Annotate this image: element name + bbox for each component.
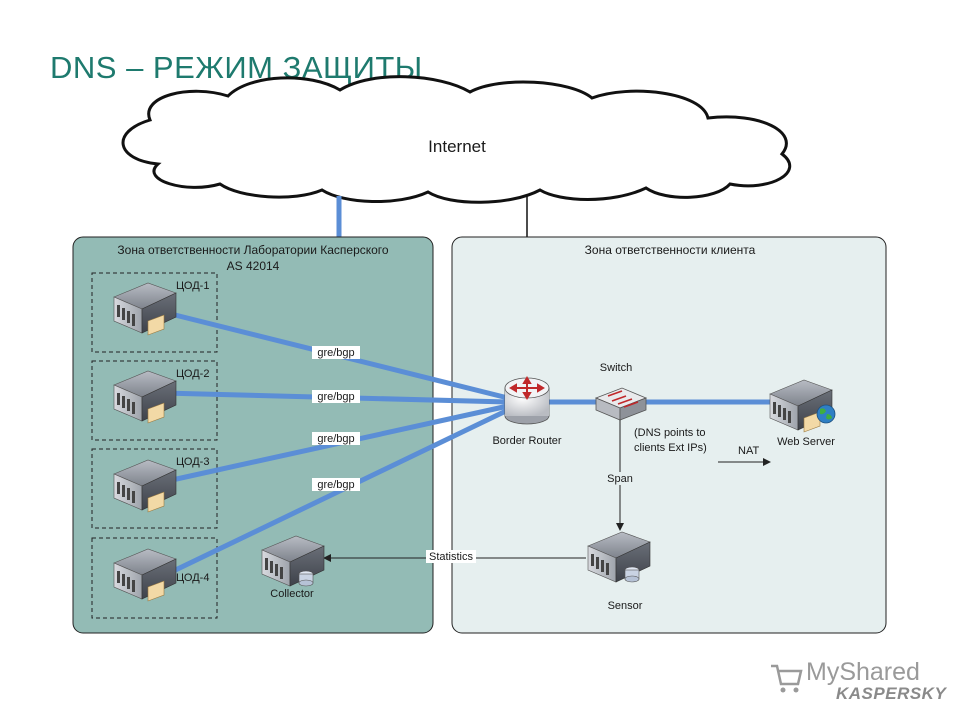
datacenter-box-3 <box>91 448 218 529</box>
datacenter-box-4 <box>91 537 218 619</box>
watermark-main: MyShared <box>806 658 920 686</box>
datacenter-box-2 <box>91 360 218 441</box>
globe-icon <box>816 404 836 424</box>
web-server-label: Web Server <box>777 436 835 448</box>
internet-label: Internet <box>428 137 486 156</box>
nat-label: NAT <box>738 445 759 457</box>
datacenter-label-4: ЦОД-4 <box>176 572 209 584</box>
kaspersky-zone <box>72 236 434 634</box>
border-router-label: Border Router <box>492 435 561 447</box>
page-title: DNS – РЕЖИМ ЗАЩИТЫ <box>50 50 423 85</box>
dns-note-line1: (DNS points to <box>634 427 706 439</box>
link-label-3: gre/bgp <box>317 433 354 445</box>
link-label-1: gre/bgp <box>317 347 354 359</box>
datacenter-label-1: ЦОД-1 <box>176 280 209 292</box>
switch-label: Switch <box>600 362 632 374</box>
cart-icon <box>771 664 803 693</box>
span-label: Span <box>607 473 633 485</box>
switch-icon <box>594 387 648 421</box>
datacenter-label-3: ЦОД-3 <box>176 456 209 468</box>
datacenter-box-1 <box>91 272 218 353</box>
border-router-icon <box>504 376 550 425</box>
link-label-2: gre/bgp <box>317 391 354 403</box>
client-zone-title: Зона ответственности клиента <box>585 243 756 257</box>
statistics-label: Statistics <box>429 551 474 563</box>
link-label-4: gre/bgp <box>317 479 354 491</box>
internet-cloud: Internet <box>121 75 791 204</box>
sensor-label: Sensor <box>608 600 643 612</box>
link-dc4-router <box>160 407 511 579</box>
watermark: MyShared KASPERSKY <box>768 656 946 706</box>
kaspersky-zone-subtitle: AS 42014 <box>227 259 280 273</box>
collector-label: Collector <box>270 588 314 600</box>
datacenter-label-2: ЦОД-2 <box>176 368 209 380</box>
watermark-sub: KASPERSKY <box>836 684 947 703</box>
kaspersky-zone-title: Зона ответственности Лаборатории Касперс… <box>117 243 389 257</box>
dns-note-line2: clients Ext IPs) <box>634 442 707 454</box>
